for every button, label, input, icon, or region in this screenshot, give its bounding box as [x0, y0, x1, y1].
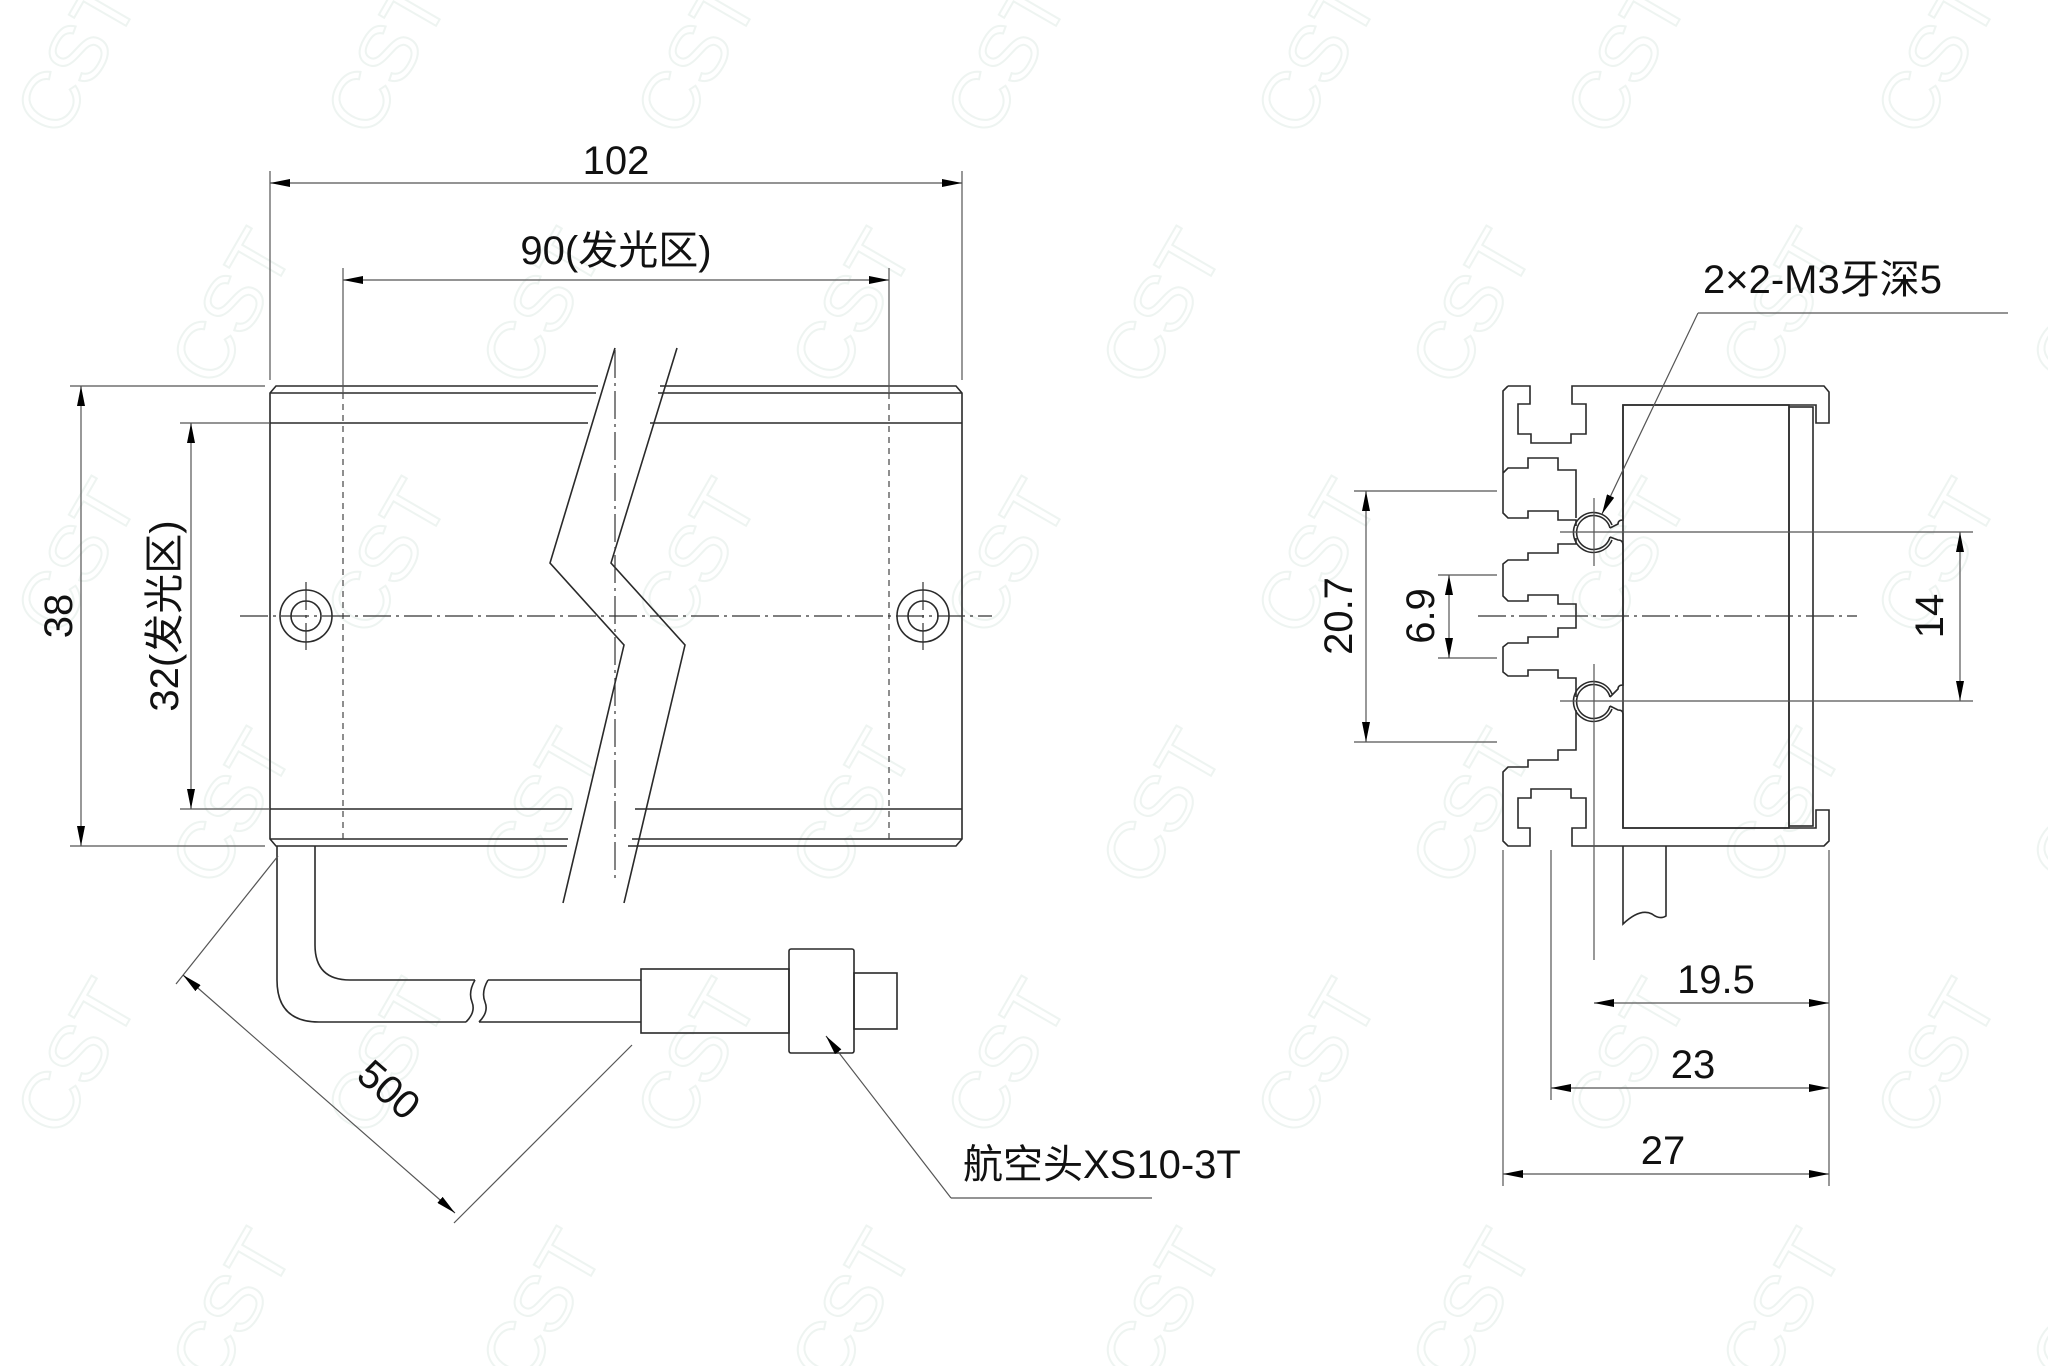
mounting-hole-left — [279, 582, 333, 650]
side-view: 20.7 6.9 14 19.5 23 27 — [1317, 258, 2008, 1186]
watermark-text: CST — [1703, 1215, 1860, 1366]
dimension-90-emitting: 90(发光区) — [342, 229, 890, 393]
dimension-102: 102 — [269, 139, 963, 380]
watermark-text: CST — [1393, 215, 1550, 398]
dimension-19-5: 19.5 — [1594, 958, 1829, 1007]
watermark-text: CST — [1858, 0, 2015, 148]
watermark-text: CST — [1083, 1215, 1240, 1366]
watermark-text: CST — [928, 465, 1085, 648]
watermark-text: CST — [2013, 1215, 2048, 1366]
dimension-38: 38 — [37, 385, 265, 847]
watermark-text: CST — [463, 1215, 620, 1366]
thread-hole-lower — [1572, 664, 1613, 960]
dim-label-38: 38 — [37, 594, 81, 639]
connector-label: 航空头XS10-3T — [963, 1143, 1241, 1187]
watermark-text: CST — [618, 0, 775, 148]
thread-callout: 2×2-M3牙深5 — [1601, 258, 2008, 515]
watermark-text: CST — [2013, 215, 2048, 398]
watermark-text: CST — [928, 965, 1085, 1148]
dimension-23: 23 — [1551, 1043, 1829, 1092]
watermark-text: CST — [928, 0, 1085, 148]
watermark-text: CST — [308, 965, 465, 1148]
break-line-right — [610, 347, 686, 904]
break-line-left — [549, 347, 625, 904]
cable — [276, 846, 641, 1023]
watermark-text: CST — [0, 0, 155, 148]
watermark-text: CST — [1858, 965, 2015, 1148]
watermark-text: CST — [1238, 0, 1395, 148]
dimension-20-7: 20.7 — [1317, 490, 1497, 743]
watermark-text: CST — [773, 215, 930, 398]
watermark-text: CST — [618, 465, 775, 648]
watermark-text: CST — [1083, 715, 1240, 898]
watermark-text: CST — [773, 715, 930, 898]
watermark-text: CST — [2013, 715, 2048, 898]
cable-stub — [1622, 846, 1667, 926]
thread-note: 2×2-M3牙深5 — [1703, 258, 1942, 302]
watermark-text: CST — [308, 0, 465, 148]
watermark-text: CST — [1703, 715, 1860, 898]
watermark-text: CST — [1548, 0, 1705, 148]
watermark-text: CST — [1393, 715, 1550, 898]
dim-label-23: 23 — [1671, 1043, 1716, 1087]
dimension-6-9: 6.9 — [1399, 574, 1497, 659]
dim-label-32: 32(发光区) — [143, 520, 187, 711]
watermark-text: CST — [1703, 215, 1860, 398]
watermark-text: CST — [153, 715, 310, 898]
dim-label-20-7: 20.7 — [1317, 577, 1361, 655]
dimension-32-emitting: 32(发光区) — [143, 422, 270, 810]
dim-label-6-9: 6.9 — [1399, 588, 1443, 644]
dimension-27: 27 — [1503, 1129, 1829, 1178]
watermark-text: CST — [153, 215, 310, 398]
dim-label-27: 27 — [1641, 1129, 1686, 1173]
dim-label-14: 14 — [1908, 594, 1952, 639]
watermark-text: CST — [153, 1215, 310, 1366]
dimension-14: 14 — [1908, 532, 1964, 701]
watermark-text: CST — [1083, 215, 1240, 398]
watermark-text: CST — [463, 715, 620, 898]
watermark-text: CST — [0, 965, 155, 1148]
mounting-hole-right — [896, 582, 950, 650]
dim-label-90: 90(发光区) — [520, 229, 711, 273]
connector-callout: 航空头XS10-3T — [825, 1035, 1241, 1199]
watermark-text: CST — [773, 1215, 930, 1366]
watermark-text: CST — [1238, 965, 1395, 1148]
watermark-text: CST — [1548, 465, 1705, 648]
watermark-text: CST — [1393, 1215, 1550, 1366]
dim-label-19-5: 19.5 — [1677, 958, 1755, 1002]
aviation-connector — [640, 948, 898, 1054]
dim-label-102: 102 — [583, 139, 650, 183]
